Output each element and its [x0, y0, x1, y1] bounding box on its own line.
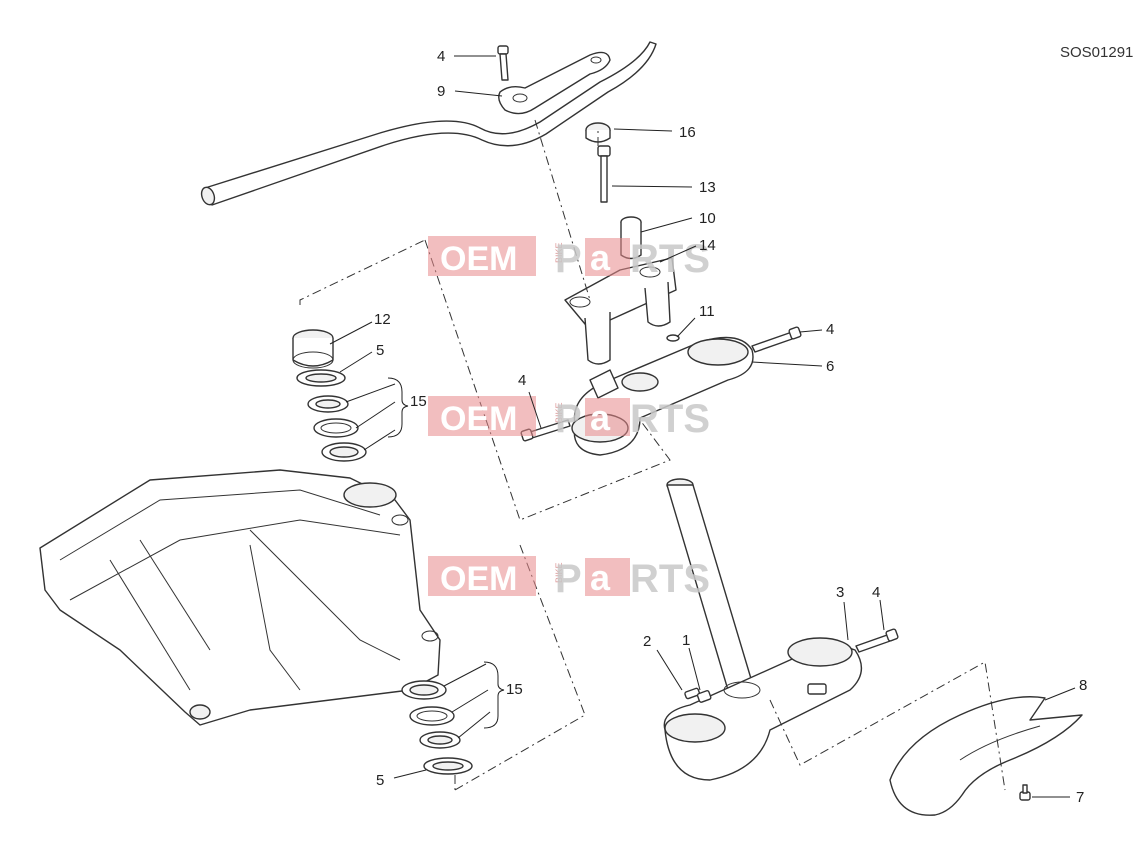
callout-9: 9	[437, 83, 445, 100]
svg-text:a: a	[590, 557, 611, 598]
long-bolt-13	[597, 145, 611, 203]
handlebar-clamp	[498, 51, 611, 115]
svg-text:P: P	[555, 557, 582, 601]
svg-text:a: a	[590, 237, 611, 278]
callout-labels: 4 9 16 13 10 14 11 4 6 4 12 5 15 15 5 2 …	[374, 48, 1087, 806]
bolt-4-top	[497, 45, 509, 81]
ring-nut-12	[292, 329, 334, 369]
callout-3: 3	[836, 584, 844, 601]
svg-text:OEM: OEM	[440, 560, 517, 598]
handlebar	[200, 41, 657, 206]
callout-6: 6	[826, 358, 834, 375]
callout-4-lower: 4	[872, 584, 880, 601]
frame	[39, 469, 441, 726]
bearing-set-15-lower	[401, 680, 461, 749]
watermark-top: OEM BIKE P a RTS	[428, 236, 710, 281]
svg-text:OEM: OEM	[440, 240, 517, 278]
svg-text:BIKE: BIKE	[554, 402, 564, 423]
callout-5-upper: 5	[376, 342, 384, 359]
plug-1	[696, 690, 712, 703]
callout-4-top: 4	[437, 48, 445, 65]
svg-text:P: P	[555, 237, 582, 281]
leader-lines	[329, 55, 1076, 798]
callout-2: 2	[643, 633, 651, 650]
callout-5-lower: 5	[376, 772, 384, 789]
callout-7: 7	[1076, 789, 1084, 806]
bolt-4-lower	[855, 628, 899, 653]
bearing-set-15-upper	[307, 395, 367, 462]
callout-1: 1	[682, 632, 690, 649]
riser-bracket-14	[564, 257, 677, 365]
svg-text:RTS: RTS	[630, 557, 710, 601]
bolt-4-right	[751, 326, 802, 353]
svg-text:RTS: RTS	[630, 397, 710, 441]
callout-15-upper: 15	[410, 393, 427, 410]
callout-14: 14	[699, 237, 716, 254]
callout-13: 13	[699, 179, 716, 196]
grub-screw-2	[684, 687, 701, 700]
callout-8: 8	[1079, 677, 1087, 694]
assembly-lines	[299, 119, 1006, 791]
callout-11: 11	[699, 303, 715, 320]
svg-text:BIKE: BIKE	[554, 562, 564, 583]
callout-16: 16	[679, 124, 696, 141]
lower-triple-clamp-3	[663, 637, 863, 781]
callout-15-lower: 15	[506, 681, 523, 698]
callout-4-right: 4	[826, 321, 834, 338]
svg-text:RTS: RTS	[630, 237, 710, 281]
svg-text:OEM: OEM	[440, 400, 517, 438]
watermark-low: OEM BIKE P a RTS	[428, 556, 710, 601]
callout-4-mid: 4	[518, 372, 526, 389]
callout-12: 12	[374, 311, 391, 328]
watermark-mid: OEM BIKE P a RTS	[428, 396, 710, 441]
svg-text:P: P	[555, 397, 582, 441]
cover-8	[889, 696, 1083, 816]
drawing-code: SOS01291	[1060, 44, 1133, 61]
screw-7	[1019, 784, 1031, 801]
svg-text:BIKE: BIKE	[554, 242, 564, 263]
svg-text:a: a	[590, 397, 611, 438]
washer-11	[666, 334, 680, 342]
callout-10: 10	[699, 210, 716, 227]
spacer-10	[620, 216, 642, 260]
